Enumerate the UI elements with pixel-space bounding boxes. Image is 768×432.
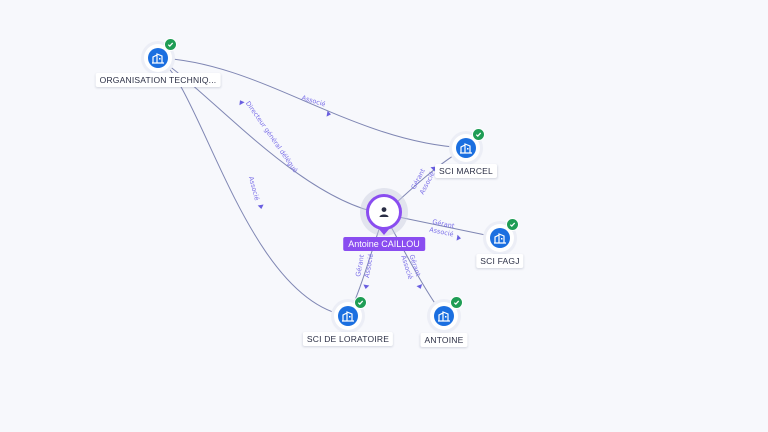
- company-node-antoine[interactable]: [430, 296, 463, 330]
- company-label-org[interactable]: ORGANISATION TECHNIQ...: [95, 73, 221, 87]
- edge-arrow: [416, 284, 423, 289]
- company-label-antoine[interactable]: ANTOINE: [420, 333, 468, 347]
- edge-person-fagj: [383, 213, 501, 239]
- building-icon: [338, 306, 358, 326]
- edge-label-org-person: Directeur général délégué: [244, 100, 299, 174]
- company-node-fagj[interactable]: [486, 218, 519, 252]
- check-icon: [472, 128, 485, 141]
- edge-arrow: [326, 110, 331, 117]
- edge-label-org-marcel: Associé: [301, 94, 327, 109]
- check-icon: [354, 296, 367, 309]
- person-icon: [379, 207, 389, 217]
- edge-label-person-loratoire-1: Gérant: [354, 254, 366, 278]
- person-pin-tip: [378, 228, 390, 235]
- company-label-fagj[interactable]: SCI FAGJ: [476, 254, 524, 268]
- building-icon: [434, 306, 454, 326]
- check-icon: [164, 38, 177, 51]
- company-node-org[interactable]: [144, 38, 177, 72]
- edge-arrow: [456, 234, 461, 241]
- edge-label-org-loratoire: Associé: [247, 176, 261, 202]
- edge-org-marcel: [157, 57, 467, 149]
- edge-arrow: [430, 166, 436, 172]
- building-icon: [456, 138, 476, 158]
- company-node-marcel[interactable]: [452, 128, 485, 162]
- check-icon: [506, 218, 519, 231]
- person-node[interactable]: [366, 194, 402, 230]
- company-node-loratoire[interactable]: [334, 296, 367, 330]
- edge-arrow: [257, 204, 264, 209]
- company-label-loratoire[interactable]: SCI DE LORATOIRE: [302, 332, 394, 346]
- company-label-marcel[interactable]: SCI MARCEL: [435, 164, 497, 178]
- person-label[interactable]: Antoine CAILLOU: [343, 237, 425, 251]
- check-icon: [450, 296, 463, 309]
- edge-arrow: [363, 284, 370, 289]
- building-icon: [490, 228, 510, 248]
- building-icon: [148, 48, 168, 68]
- edge-arrow: [239, 100, 245, 106]
